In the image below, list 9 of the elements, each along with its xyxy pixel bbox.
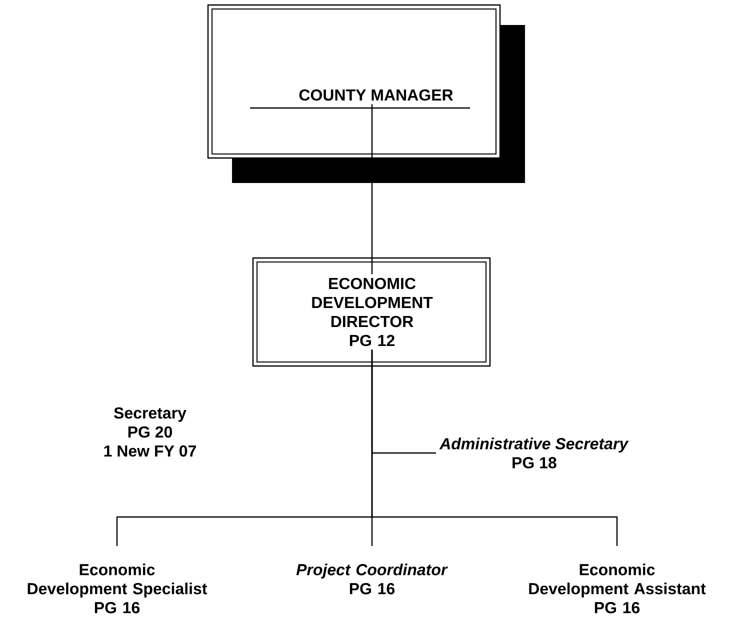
position-text: Project Coordinator PG 16 — [296, 564, 448, 594]
position-text: Economic Development Assistant PG 16 — [529, 564, 706, 614]
connector-line — [371, 350, 618, 546]
position-text: Economic Development Specialist PG 16 — [28, 564, 208, 614]
manager-box: COUNTY MANAGER — [207, 4, 525, 183]
connector-line — [371, 104, 373, 274]
position-text: Secretary PG 20 1 New FY 07 — [104, 407, 196, 457]
position-text: Administrative Secretary PG 18 — [439, 438, 629, 468]
director-box: ECONOMIC DEVELOPMENT DIRECTOR PG 12 — [252, 257, 491, 367]
